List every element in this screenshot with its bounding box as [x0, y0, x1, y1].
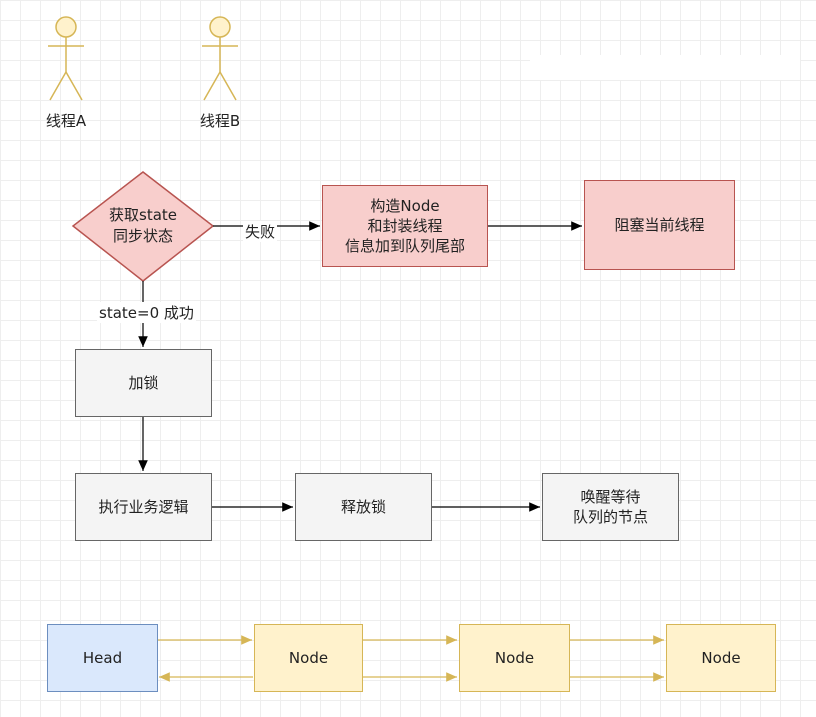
business-logic-label: 执行业务逻辑 — [98, 498, 189, 516]
block-thread-box: 阻塞当前线程 — [584, 180, 735, 270]
construct-line1: 构造Node — [370, 197, 440, 215]
decision-line2: 同步状态 — [112, 227, 173, 245]
decision-text: 获取state 同步状态 — [88, 205, 198, 247]
blank-area — [530, 55, 800, 80]
queue-node-3: Node — [666, 624, 776, 692]
block-thread-label: 阻塞当前线程 — [614, 216, 705, 234]
construct-node-box: 构造Node 和封装线程 信息加到队列尾部 — [322, 185, 488, 267]
queue-node-1: Node — [254, 624, 363, 692]
queue-head-node: Head — [47, 624, 158, 692]
queue-node-2: Node — [459, 624, 570, 692]
construct-line3: 信息加到队列尾部 — [344, 237, 465, 255]
business-logic-box: 执行业务逻辑 — [75, 473, 212, 541]
edge-label-success: state=0 成功 — [97, 302, 196, 323]
construct-line2: 和封装线程 — [367, 217, 443, 235]
lock-label: 加锁 — [128, 374, 159, 392]
queue-node-3-label: Node — [701, 649, 741, 667]
release-lock-box: 释放锁 — [295, 473, 432, 541]
decision-line1: 获取state — [109, 206, 177, 224]
edge-label-fail: 失败 — [243, 221, 278, 242]
actor-a-label: 线程A — [45, 112, 87, 130]
queue-node-1-label: Node — [288, 649, 329, 667]
queue-head-label: Head — [82, 649, 123, 667]
actor-b-label: 线程B — [199, 112, 241, 130]
wake-line2: 队列的节点 — [572, 508, 648, 526]
wake-queue-box: 唤醒等待 队列的节点 — [542, 473, 679, 541]
queue-node-2-label: Node — [494, 649, 535, 667]
actor-b-figure — [202, 16, 238, 101]
lock-box: 加锁 — [75, 349, 212, 417]
wake-line1: 唤醒等待 — [580, 488, 641, 506]
release-lock-label: 释放锁 — [340, 498, 386, 516]
actor-a-figure — [48, 16, 84, 101]
